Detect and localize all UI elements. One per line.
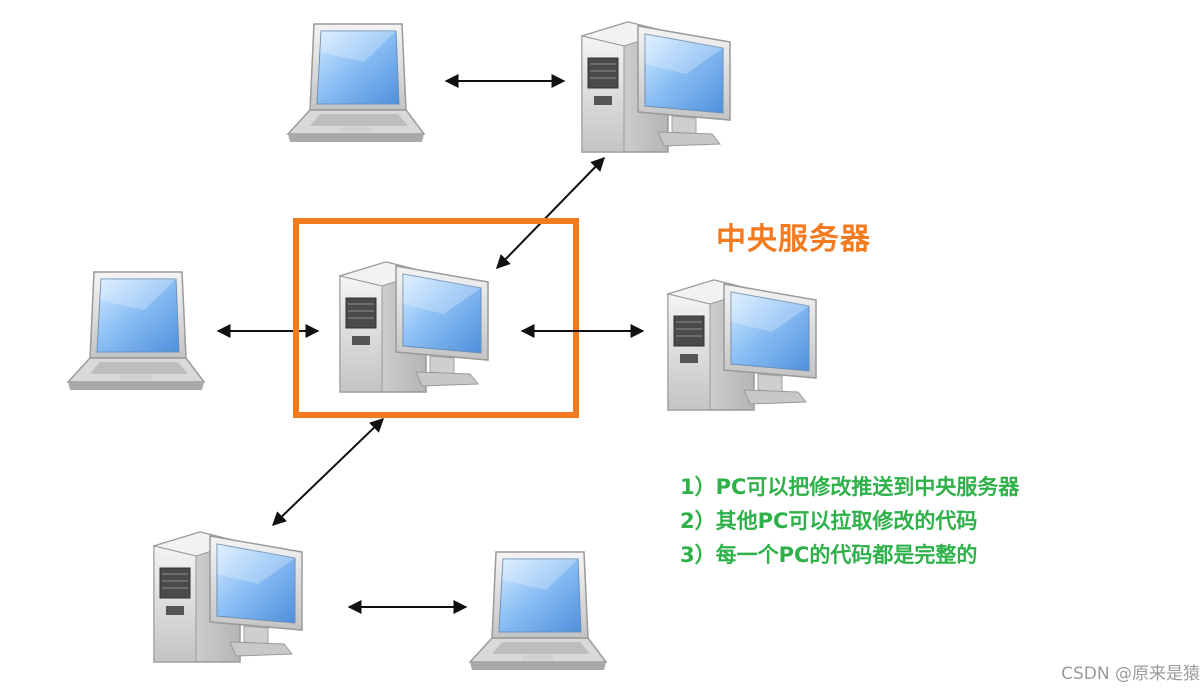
arrow-server-bottom-desktop: [271, 418, 385, 526]
note-pull: 2）其他PC可以拉取修改的代码: [680, 509, 978, 533]
laptop-icon-top: [287, 23, 425, 143]
desktop-computer-icon-bottom: [153, 531, 303, 663]
central-server-label: 中央服务器: [716, 222, 871, 257]
notes-list: 1）PC可以把修改推送到中央服务器 2）其他PC可以拉取修改的代码 3）每一个P…: [680, 470, 1019, 572]
watermark: CSDN @原来是猿: [1061, 664, 1200, 684]
note-push: 1）PC可以把修改推送到中央服务器: [680, 475, 1020, 499]
desktop-computer-icon-right: [667, 279, 817, 411]
note-complete: 3）每一个PC的代码都是完整的: [680, 543, 978, 567]
laptop-icon-left: [67, 271, 205, 391]
central-server-icon: [339, 261, 489, 393]
central-server-highlight-box: [293, 218, 579, 418]
arrow-top-desktop-server: [496, 156, 605, 270]
desktop-computer-icon-top: [581, 21, 731, 153]
laptop-icon-bottom: [469, 551, 607, 671]
